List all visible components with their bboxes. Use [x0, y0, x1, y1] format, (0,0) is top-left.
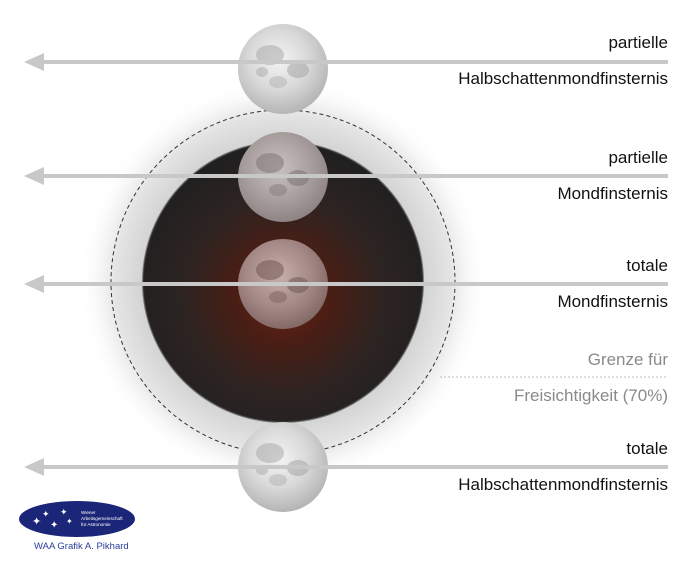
star-icon: ✦ ✦ ✦ ✦ ✦: [32, 508, 73, 531]
path-arrow-4: [24, 458, 668, 476]
label-limit-line2: Freisichtigkeit (70%): [514, 386, 668, 405]
credit-text: WAA Grafik A. Pikhard: [34, 541, 129, 552]
label-row4-line1: totale: [626, 439, 668, 458]
svg-text:✦: ✦: [66, 517, 73, 526]
logo-text-line3: für Astronomie: [81, 522, 111, 527]
svg-text:✦: ✦: [32, 515, 41, 528]
svg-text:✦: ✦: [50, 520, 58, 531]
label-row1-line2: Halbschattenmondfinsternis: [458, 69, 668, 88]
path-arrow-1: [24, 53, 668, 71]
label-row3-line1: totale: [626, 256, 668, 275]
label-row2-line1: partielle: [608, 148, 668, 167]
logo-text-line1: Wiener: [81, 510, 96, 515]
label-limit-line1: Grenze für: [587, 350, 668, 369]
svg-text:✦: ✦: [60, 508, 68, 518]
moon-partial-penumbral: [238, 24, 328, 114]
label-row1-line1: partielle: [608, 33, 668, 52]
logo-text-line2: Arbeitsgemeinschaft: [81, 516, 123, 521]
path-arrow-2: [24, 167, 668, 185]
label-row3-line2: Mondfinsternis: [557, 292, 668, 311]
waa-logo: ✦ ✦ ✦ ✦ ✦ Wiener Arbeitsgemeinschaft für…: [19, 501, 135, 537]
svg-text:✦: ✦: [42, 510, 50, 520]
label-row2-line2: Mondfinsternis: [557, 184, 668, 203]
label-row4-line2: Halbschattenmondfinsternis: [458, 475, 668, 494]
path-arrow-3: [24, 275, 668, 293]
